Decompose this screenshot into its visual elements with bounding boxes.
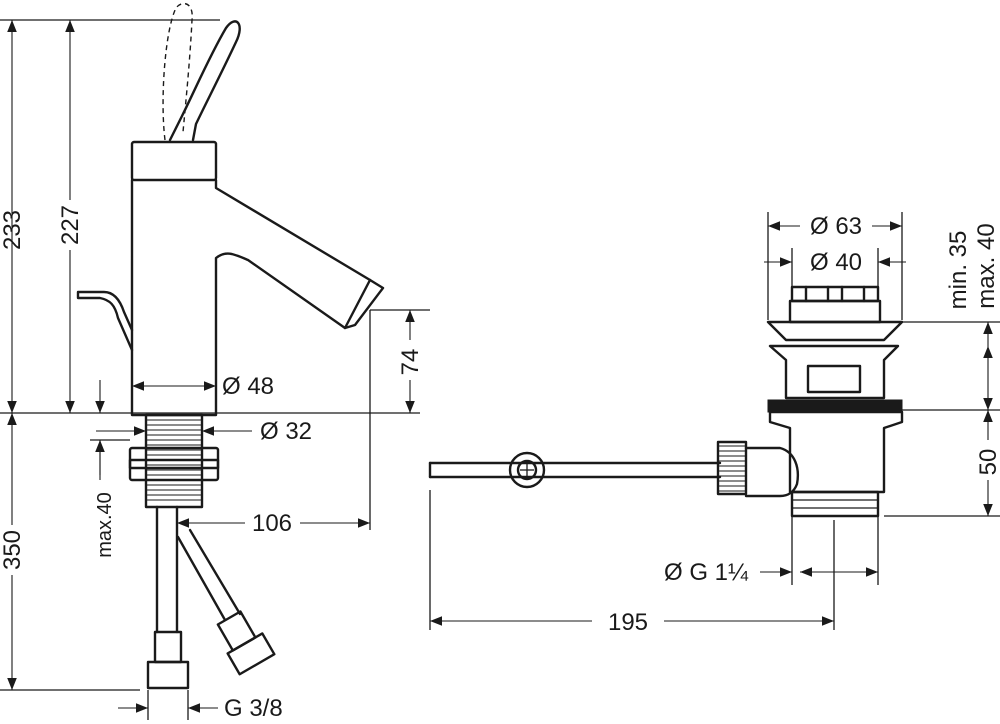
handle-lever bbox=[168, 20, 241, 142]
faucet-body bbox=[130, 178, 385, 417]
plug-stem bbox=[788, 299, 882, 324]
dim-label-max-40-waste: max. 40 bbox=[973, 223, 1000, 308]
waste-body bbox=[768, 410, 904, 494]
drain-lever bbox=[76, 290, 134, 352]
dim-label-g38: G 3/8 bbox=[224, 695, 283, 722]
faucet-view: 233 227 74 Ø 48 Ø 32 106 350 max.40 bbox=[0, 2, 430, 722]
mounting-nut-washer bbox=[128, 458, 220, 470]
dim-label-thread: Ø G 1¼ bbox=[664, 559, 749, 586]
dim-label-diam-32: Ø 32 bbox=[260, 418, 312, 445]
spout-tip bbox=[343, 278, 372, 330]
dim-label-233: 233 bbox=[0, 210, 26, 250]
dim-label-50: 50 bbox=[975, 449, 1000, 476]
dim-label-max-40: max.40 bbox=[94, 492, 116, 558]
waste-view: Ø 63 Ø 40 min. 35 max. 40 50 Ø G 1¼ 195 bbox=[428, 212, 1000, 636]
rod-connector-body bbox=[744, 446, 799, 498]
dim-label-106: 106 bbox=[252, 510, 292, 537]
supply-hose-right-b bbox=[188, 528, 242, 616]
waste-flange bbox=[766, 320, 904, 342]
faucet-head bbox=[130, 140, 218, 182]
supply-hose-right bbox=[176, 535, 227, 622]
rod-clamp-screw bbox=[516, 459, 538, 481]
waste-upper-body bbox=[768, 344, 900, 400]
dim-label-350: 350 bbox=[0, 530, 26, 570]
dim-label-diam-48: Ø 48 bbox=[222, 373, 274, 400]
waste-seal bbox=[767, 399, 903, 413]
dim-label-diam-63: Ø 63 bbox=[810, 213, 862, 240]
waste-window bbox=[806, 364, 862, 394]
dim-label-227: 227 bbox=[57, 205, 84, 245]
rod-clamp bbox=[508, 451, 546, 489]
hose-nut-right bbox=[226, 632, 276, 676]
waste-tail bbox=[790, 490, 880, 518]
dim-label-diam-40: Ø 40 bbox=[810, 249, 862, 276]
dim-label-74: 74 bbox=[397, 349, 424, 376]
dim-label-195: 195 bbox=[608, 609, 648, 636]
dim-label-min-35: min. 35 bbox=[945, 231, 972, 310]
hose-nut-left bbox=[146, 660, 190, 690]
rod-connector-nut bbox=[716, 440, 748, 496]
hose-fitting-left bbox=[153, 630, 183, 664]
handle-alt-position bbox=[162, 2, 193, 141]
